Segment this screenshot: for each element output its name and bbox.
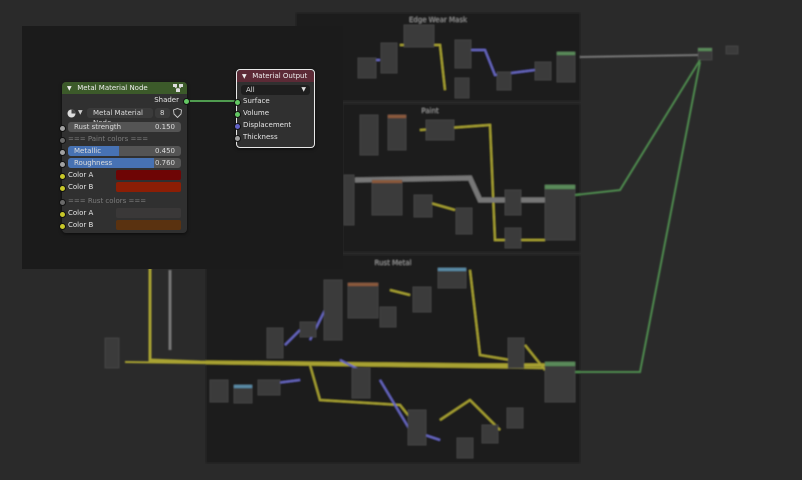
metal-node-title: Metal Material Node	[77, 84, 148, 92]
surface-input-label: Surface	[243, 97, 270, 105]
thickness-input-label: Thickness	[243, 133, 278, 141]
shader-output-socket[interactable]	[183, 98, 190, 105]
paint-color-b-socket[interactable]	[59, 185, 66, 192]
node-tree-icon[interactable]	[67, 109, 76, 120]
frame-label-paint: Paint	[421, 107, 439, 115]
output-node-title: Material Output	[252, 72, 308, 80]
roughness-slider-fill	[68, 158, 154, 168]
rust-color-a-socket[interactable]	[59, 211, 66, 218]
dropdown-chevron-icon[interactable]: ▼	[78, 109, 83, 116]
paint-color-a-socket[interactable]	[59, 173, 66, 180]
paint-section-socket[interactable]	[59, 137, 66, 144]
rust-strength-socket[interactable]	[59, 125, 66, 132]
node-group-icon[interactable]	[173, 84, 183, 96]
metallic-slider[interactable]: Metallic 0.450	[68, 146, 181, 156]
paint-color-b-swatch[interactable]	[116, 182, 181, 192]
group-selector[interactable]: ▼ Metal Material Node 8	[67, 108, 182, 127]
surface-socket[interactable]	[234, 99, 241, 106]
frame-label-rust-metal: Rust Metal	[375, 259, 412, 267]
paint-color-a-label: Color A	[68, 171, 94, 179]
rust-color-a-label: Color A	[68, 209, 94, 217]
paint-section-label: === Paint colors ===	[68, 135, 149, 143]
frame-edge-wear-mask	[296, 13, 580, 101]
metallic-slider-fill	[68, 146, 119, 156]
metal-material-node[interactable]: ▼ Metal Material Node Shader ▼ Metal Mat…	[59, 82, 190, 233]
displacement-socket[interactable]	[234, 123, 241, 130]
collapse-chevron-icon[interactable]: ▼	[67, 85, 72, 92]
rust-color-a-swatch[interactable]	[116, 208, 181, 218]
rust-color-b-socket[interactable]	[59, 223, 66, 230]
user-count-field[interactable]: 8	[155, 108, 170, 118]
metal-node-header[interactable]: ▼ Metal Material Node	[62, 82, 187, 94]
group-name-field[interactable]: Metal Material Node	[87, 108, 153, 127]
volume-socket[interactable]	[234, 111, 241, 118]
fake-user-shield-icon[interactable]	[173, 108, 182, 120]
frame-label-edge-wear: Edge Wear Mask	[409, 16, 468, 24]
roughness-slider[interactable]: Roughness 0.760	[68, 158, 181, 168]
dropdown-chevron-icon: ▼	[301, 86, 306, 93]
roughness-socket[interactable]	[59, 161, 66, 168]
shader-output-label: Shader	[154, 96, 179, 104]
target-dropdown[interactable]: All ▼	[241, 85, 310, 95]
output-node-header[interactable]: ▼ Material Output	[237, 70, 314, 82]
rust-strength-field[interactable]: Rust strength 0.150	[68, 122, 181, 132]
volume-input-label: Volume	[243, 109, 270, 117]
rust-section-label: === Rust colors ===	[68, 197, 147, 205]
collapse-chevron-icon[interactable]: ▼	[242, 73, 247, 80]
shader-output-row: Shader	[154, 95, 179, 105]
rust-section-socket[interactable]	[59, 199, 66, 206]
metallic-socket[interactable]	[59, 149, 66, 156]
displacement-input-label: Displacement	[243, 121, 292, 129]
material-output-node[interactable]: ▼ Material Output All ▼ Surface Volume D…	[234, 69, 315, 148]
thickness-socket[interactable]	[234, 135, 241, 142]
paint-color-b-label: Color B	[68, 183, 94, 191]
rust-color-b-label: Color B	[68, 221, 94, 229]
paint-color-a-swatch[interactable]	[116, 170, 181, 180]
rust-color-b-swatch[interactable]	[116, 220, 181, 230]
